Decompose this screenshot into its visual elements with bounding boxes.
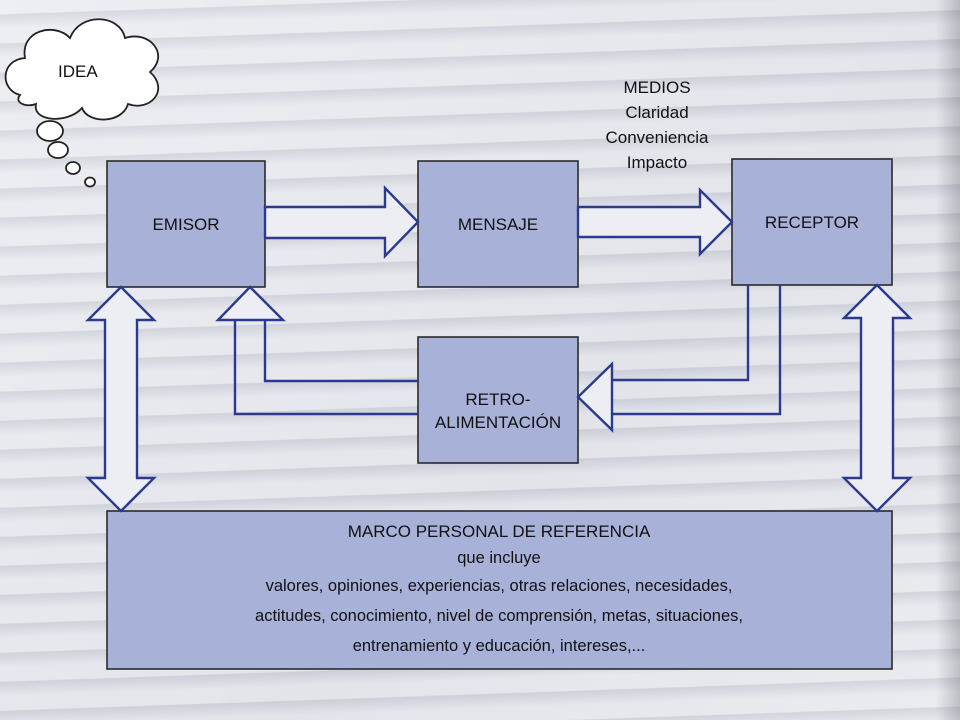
- medios-claridad: Claridad: [625, 103, 688, 122]
- idea-cloud: IDEA: [4, 18, 160, 188]
- medios-impacto: Impacto: [627, 153, 687, 172]
- medios-conveniencia: Conveniencia: [605, 128, 709, 147]
- feedback-line-emisor-outer: [233, 320, 418, 416]
- emisor-box: [106, 160, 266, 288]
- receptor-label: RECEPTOR: [765, 213, 859, 232]
- retro-label-line2: ALIMENTACIÓN: [435, 413, 561, 432]
- double-arrow-emisor-marco: [85, 285, 157, 513]
- receptor-box: [731, 158, 893, 286]
- arrow-emisor-to-mensaje: [263, 185, 420, 259]
- feedback-line-emisor-inner: [263, 320, 418, 383]
- idea-bubble-small: [84, 176, 96, 188]
- mensaje-box: [417, 160, 579, 288]
- idea-bubble-large: [36, 120, 64, 142]
- medios-labels: MEDIOS Claridad Conveniencia Impacto: [605, 78, 709, 172]
- marco-line-1: valores, opiniones, experiencias, otras …: [266, 577, 733, 595]
- retroalimentacion-box: [417, 336, 579, 464]
- feedback-line-receptor: [610, 285, 750, 382]
- marco-box: [106, 510, 893, 670]
- arrow-retro-to-emisor: [215, 285, 286, 322]
- retro-label-line1: RETRO-: [465, 390, 530, 409]
- marco-title: MARCO PERSONAL DE REFERENCIA: [348, 522, 651, 541]
- idea-bubble-medium-2: [65, 161, 81, 175]
- marco-line-3: entrenamiento y educación, intereses,...: [353, 637, 646, 655]
- mensaje-label: MENSAJE: [458, 215, 538, 234]
- idea-bubble-medium-1: [47, 141, 69, 159]
- arrow-receptor-to-retro: [576, 361, 614, 433]
- feedback-line-receptor-outer: [610, 285, 782, 416]
- marco-line-2: actitudes, conocimiento, nivel de compre…: [255, 607, 743, 625]
- marco-subtitle: que incluye: [457, 549, 540, 567]
- emisor-label: EMISOR: [152, 215, 219, 234]
- arrow-mensaje-to-receptor: [576, 187, 734, 257]
- medios-title: MEDIOS: [623, 78, 690, 97]
- double-arrow-receptor-marco: [841, 283, 913, 513]
- idea-cloud-shape: [4, 18, 160, 121]
- idea-label: IDEA: [58, 62, 98, 81]
